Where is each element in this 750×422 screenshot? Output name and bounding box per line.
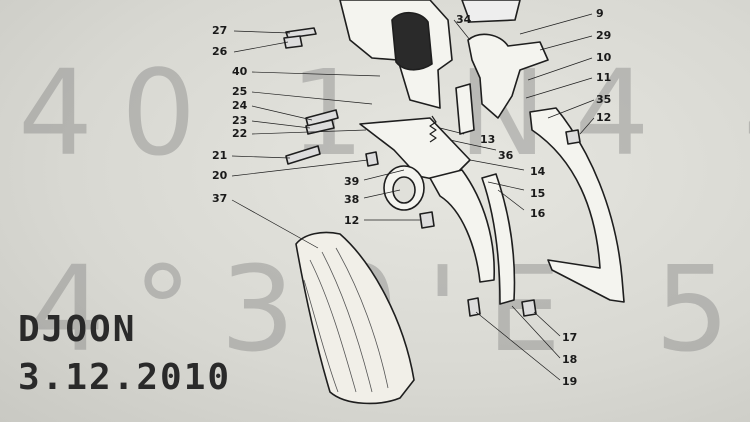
part-label-25: 25 <box>232 85 248 98</box>
part-label-18: 18 <box>562 353 578 366</box>
part-label-38: 38 <box>344 193 360 206</box>
part-label-9: 9 <box>596 7 604 20</box>
part-label-21: 21 <box>212 149 228 162</box>
part-label-15: 15 <box>530 187 546 200</box>
screw-26 <box>283 35 303 49</box>
background-coordinate-text-1: 40 1 N4 4 <box>18 44 750 182</box>
part-label-23: 23 <box>232 114 248 127</box>
screw-21 <box>285 145 321 165</box>
hammer-part <box>467 33 549 119</box>
grip-frame-right <box>529 107 625 303</box>
part-label-34: 34 <box>456 13 472 26</box>
part-label-11: 11 <box>596 71 612 84</box>
part-label-14: 14 <box>530 165 546 178</box>
part-label-27: 27 <box>212 24 228 37</box>
grip-panel <box>295 231 415 405</box>
part-label-26: 26 <box>212 45 228 58</box>
screw-19 <box>467 297 481 317</box>
part-label-37: 37 <box>212 192 228 205</box>
link-part <box>455 83 475 135</box>
rack-part <box>461 0 521 23</box>
screw-23 <box>305 119 335 135</box>
part-label-17: 17 <box>562 331 578 344</box>
part-label-12b: 12 <box>344 214 360 227</box>
part-label-22: 22 <box>232 127 248 140</box>
spring-bar <box>481 173 516 305</box>
coil-spring <box>429 115 437 143</box>
stamp-name: DJOON <box>18 309 137 350</box>
part-label-40: 40 <box>232 65 248 78</box>
part-label-13: 13 <box>480 133 496 146</box>
part-label-36: 36 <box>498 149 514 162</box>
screw-12b <box>565 129 581 145</box>
part-label-20: 20 <box>212 169 228 182</box>
part-label-19: 19 <box>562 375 578 388</box>
part-label-24: 24 <box>232 99 248 112</box>
part-label-10: 10 <box>596 51 612 64</box>
stamp-date: 3.12.2010 <box>18 357 232 398</box>
part-label-35: 35 <box>596 93 612 106</box>
screw-24 <box>305 109 339 127</box>
part-label-29: 29 <box>596 29 612 42</box>
grip-frame-left <box>429 169 496 283</box>
part-label-16: 16 <box>530 207 546 220</box>
part-label-12: 12 <box>596 111 612 124</box>
screw-17 <box>521 299 537 317</box>
screw-12 <box>419 211 435 229</box>
pin-27 <box>285 27 317 39</box>
frame-window <box>391 11 433 71</box>
part-label-39: 39 <box>344 175 360 188</box>
screw-39 <box>365 151 379 167</box>
